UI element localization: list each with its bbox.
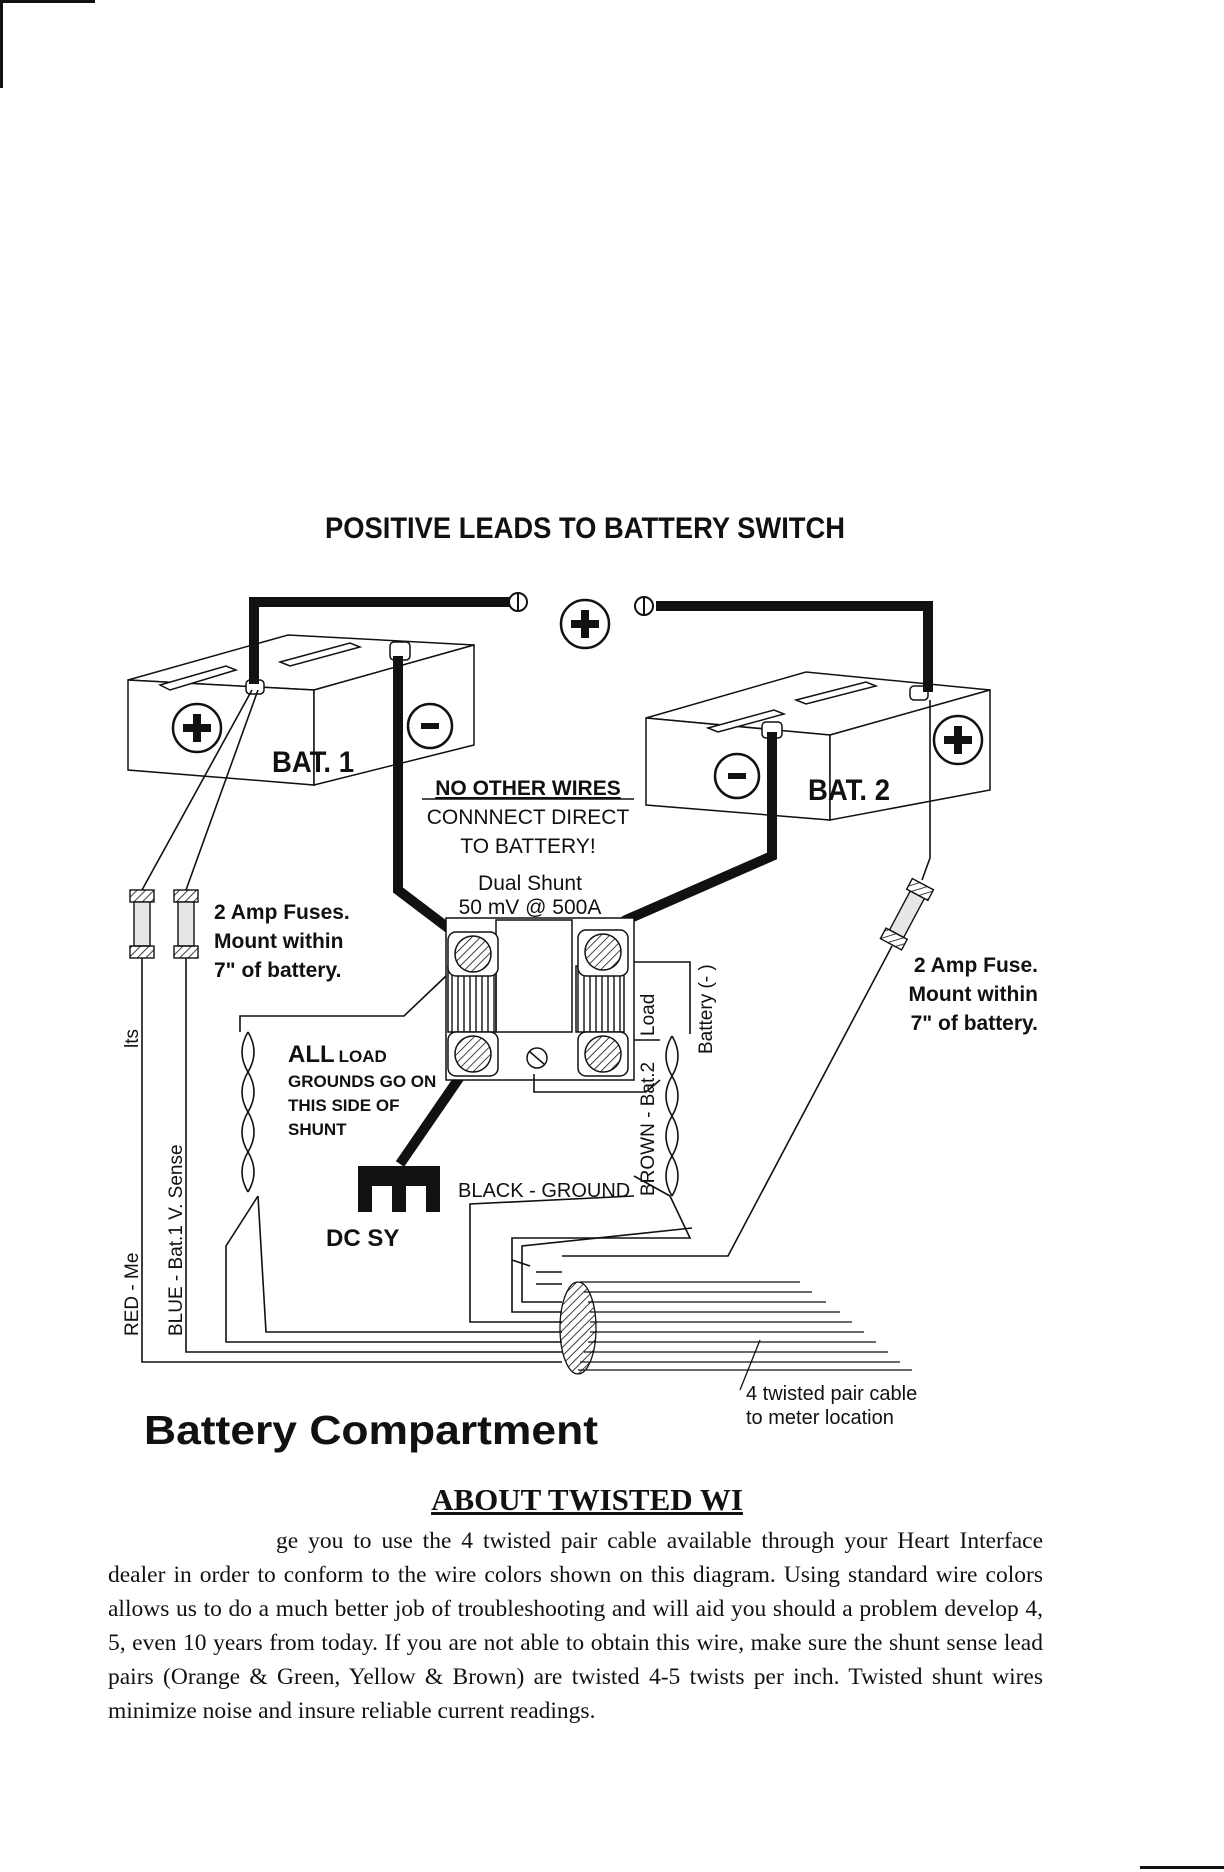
all-load-all: ALL (288, 1041, 335, 1068)
wire-label-black: BLACK - GROUND (458, 1180, 630, 1202)
fuse-right-line2: Mount within (909, 983, 1038, 1006)
crop-mark-bottom-right (1140, 1866, 1224, 1869)
twisted-pair-cable-bundle (559, 1281, 912, 1391)
dual-shunt (445, 917, 635, 1081)
fuses-left-line1: 2 Amp Fuses. (214, 901, 350, 924)
fuse-left-1 (129, 889, 155, 959)
shunt-label-line1: Dual Shunt (478, 872, 582, 895)
switch-lug-left (508, 592, 528, 612)
dc-system-label: DC SY (326, 1225, 399, 1252)
twisted-pair-right (665, 1035, 679, 1197)
dc-system-ground-block (358, 1166, 440, 1212)
header-title: POSITIVE LEADS TO BATTERY SWITCH (325, 512, 845, 545)
fuse-right-line1: 2 Amp Fuse. (914, 954, 1038, 977)
wire-label-red: RED - Me (122, 1253, 143, 1336)
cable-label-line2: to meter location (746, 1407, 894, 1429)
section-heading-text: ABOUT TWISTED WI (431, 1482, 743, 1517)
body-text: ge you to use the 4 twisted pair cable a… (108, 1524, 1043, 1728)
fuses-left-line3: 7" of battery. (214, 959, 341, 982)
minus-icon-bat2 (713, 752, 761, 800)
all-load-load: LOAD (339, 1047, 387, 1066)
plus-icon-bat1 (171, 702, 223, 754)
no-other-wires-line3: TO BATTERY! (460, 835, 595, 858)
minus-icon-bat1 (406, 702, 454, 750)
shunt-label-line2: 50 mV @ 500A (459, 896, 602, 919)
wire-label-blue: BLUE - Bat.1 V. Sense (166, 1144, 187, 1336)
fuses-left-line2: Mount within (214, 930, 343, 953)
shunt-battery-neg-label: Battery (- ) (696, 964, 717, 1054)
all-load-line3: THIS SIDE OF (288, 1096, 399, 1115)
wire-label-brown: BROWN - Bat.2 (638, 1062, 659, 1196)
bat2-label: BAT. 2 (808, 774, 890, 807)
all-load-line2: GROUNDS GO ON (288, 1072, 436, 1091)
plus-icon-switch (559, 598, 611, 650)
crop-mark-top-left-horizontal (0, 0, 95, 3)
fuse-left-2 (173, 889, 199, 959)
wire-label-its: lts (122, 1029, 143, 1048)
twisted-pair-left (241, 1031, 255, 1193)
no-other-wires-line2: CONNNECT DIRECT (427, 806, 630, 829)
switch-lug-right (634, 596, 654, 616)
all-load-line4: SHUNT (288, 1120, 347, 1139)
thin-wires (141, 689, 931, 1363)
bat1-label: BAT. 1 (272, 746, 354, 779)
no-other-wires-line1: NO OTHER WIRES (435, 777, 621, 800)
wiring-diagram: POSITIVE LEADS TO BATTERY SWITCH (122, 512, 1038, 1453)
section-heading: ABOUT TWISTED WI (0, 1482, 1224, 1518)
fuse-right (879, 877, 935, 951)
battery-compartment-title: Battery Compartment (144, 1407, 598, 1453)
cable-label-line1: 4 twisted pair cable (746, 1383, 917, 1405)
shunt-load-label: Load (638, 994, 659, 1036)
crop-mark-top-left-vertical (0, 0, 3, 88)
plus-icon-bat2 (932, 714, 984, 766)
body-paragraph: ge you to use the 4 twisted pair cable a… (108, 1528, 1043, 1724)
fuse-right-line3: 7" of battery. (911, 1012, 1038, 1035)
